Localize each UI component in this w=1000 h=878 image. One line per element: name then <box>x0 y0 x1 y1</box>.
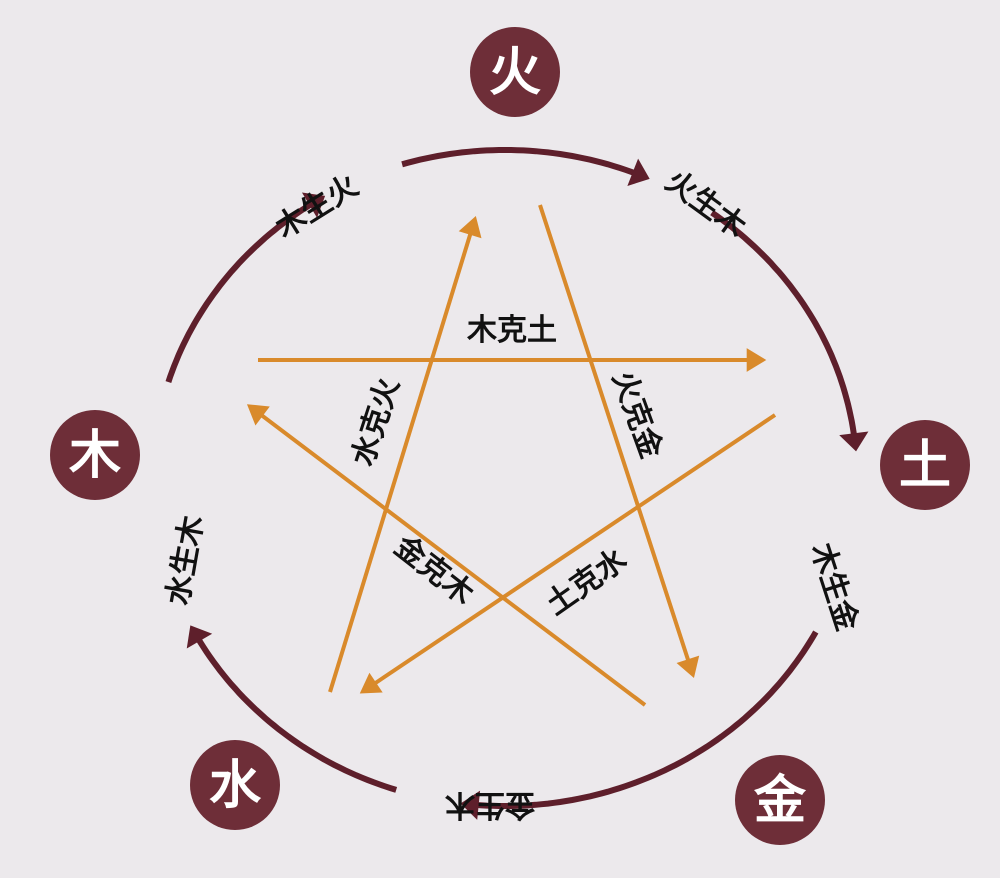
generating-label: 火生木 <box>659 164 752 245</box>
element-label: 土 <box>899 436 951 496</box>
generating-arrow <box>460 630 819 820</box>
controlling-cycle <box>246 204 777 707</box>
generating-label: 木生火 <box>269 168 365 246</box>
generating-label: 金生木 <box>445 787 536 822</box>
generating-arrow <box>186 625 398 793</box>
generating-label: 木生金 <box>803 538 865 636</box>
element-fire: 火 <box>470 27 560 117</box>
controlling-arrow <box>328 215 482 693</box>
element-metal: 金 <box>735 755 825 845</box>
controlling-label: 水克火 <box>345 374 406 470</box>
generating-arrow <box>165 192 326 384</box>
generating-label: 水生木 <box>161 513 211 608</box>
element-label: 木 <box>69 426 121 486</box>
element-water: 水 <box>190 740 280 830</box>
element-wood: 木 <box>50 410 140 500</box>
generating-arrow <box>401 147 650 186</box>
element-label: 水 <box>209 756 262 816</box>
controlling-arrow <box>246 404 647 707</box>
element-label: 金 <box>753 771 807 831</box>
controlling-label: 木克土 <box>466 313 557 348</box>
controlling-label: 火克金 <box>605 366 669 463</box>
generating-cycle <box>165 147 869 820</box>
controlling-label: 土克水 <box>540 541 635 622</box>
element-label: 火 <box>489 43 541 103</box>
generating-arrow <box>710 210 869 452</box>
element-earth: 土 <box>880 420 970 510</box>
controlling-arrow <box>538 204 700 678</box>
controlling-arrow <box>359 413 777 694</box>
